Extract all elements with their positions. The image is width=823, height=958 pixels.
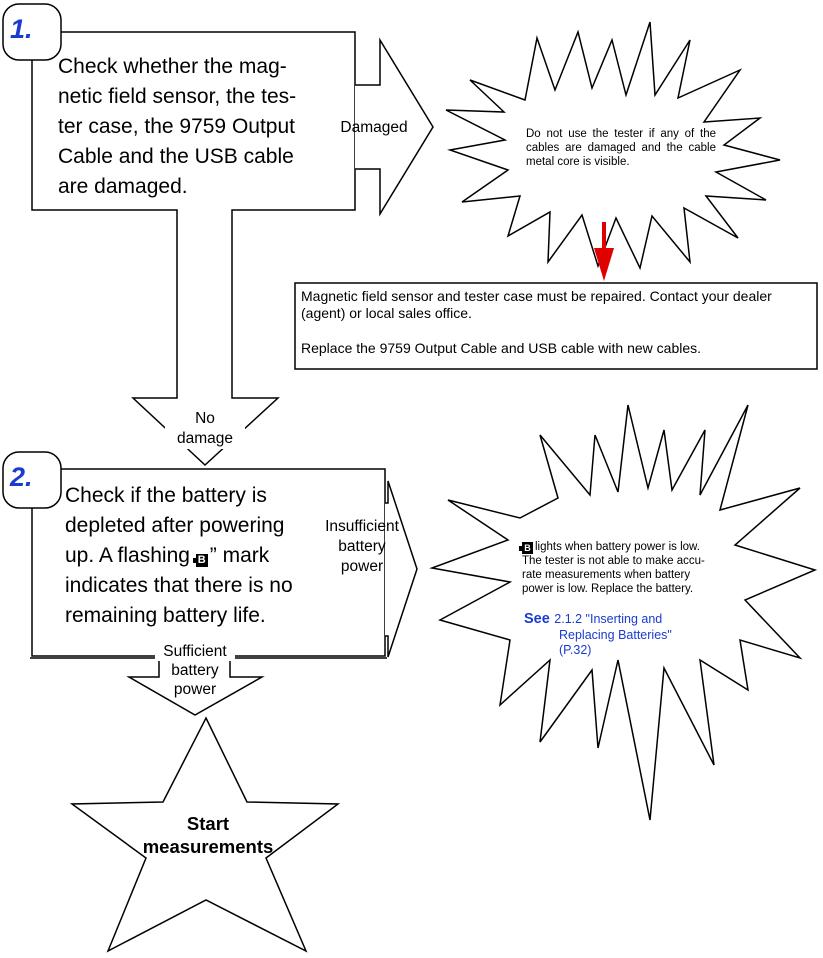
see-link-2[interactable]: Replacing Batteries" — [559, 628, 672, 642]
no-damage-label: No damage — [165, 409, 245, 449]
see-word: See — [524, 611, 550, 627]
repair-text-1: Magnetic field sensor and tester case mu… — [301, 288, 772, 321]
see-link[interactable]: 2.1.2 "Inserting and — [554, 612, 663, 626]
repair-box — [294, 282, 818, 370]
warning-burst-2 — [429, 404, 818, 821]
battery-icon: B — [192, 554, 208, 567]
sufficient-label: Sufficient battery power — [155, 642, 235, 699]
step2-number: 2. — [10, 462, 33, 492]
sufficient-arrow — [126, 658, 265, 716]
step2-box — [31, 468, 386, 657]
insufficient-label: Insufficient battery power — [325, 518, 399, 575]
insufficient-arrow — [385, 480, 418, 658]
step2-badge — [2, 451, 62, 509]
start-star — [69, 716, 341, 953]
see-link-3[interactable]: (P.32) — [559, 643, 592, 657]
step1-text: Check whether the mag- netic field senso… — [58, 55, 297, 198]
red-down-arrow — [594, 248, 614, 281]
damaged-arrow — [355, 37, 434, 217]
repair-text-2: Replace the 9759 Output Cable and USB ca… — [301, 340, 702, 356]
damaged-label: Damaged — [340, 119, 408, 136]
step2-text: Check if the battery is depleted after p… — [65, 484, 293, 627]
see-reference: See 2.1.2 "Inserting and Replacing Batte… — [524, 610, 724, 658]
start-label: Start measurements — [142, 813, 274, 857]
step1-number: 1. — [10, 14, 33, 44]
warning-burst-1 — [445, 21, 781, 271]
step1-badge — [2, 3, 62, 61]
battery-low-icon: B — [519, 542, 533, 554]
burst1-text: Do not use the tester if any of the cabl… — [526, 128, 716, 168]
